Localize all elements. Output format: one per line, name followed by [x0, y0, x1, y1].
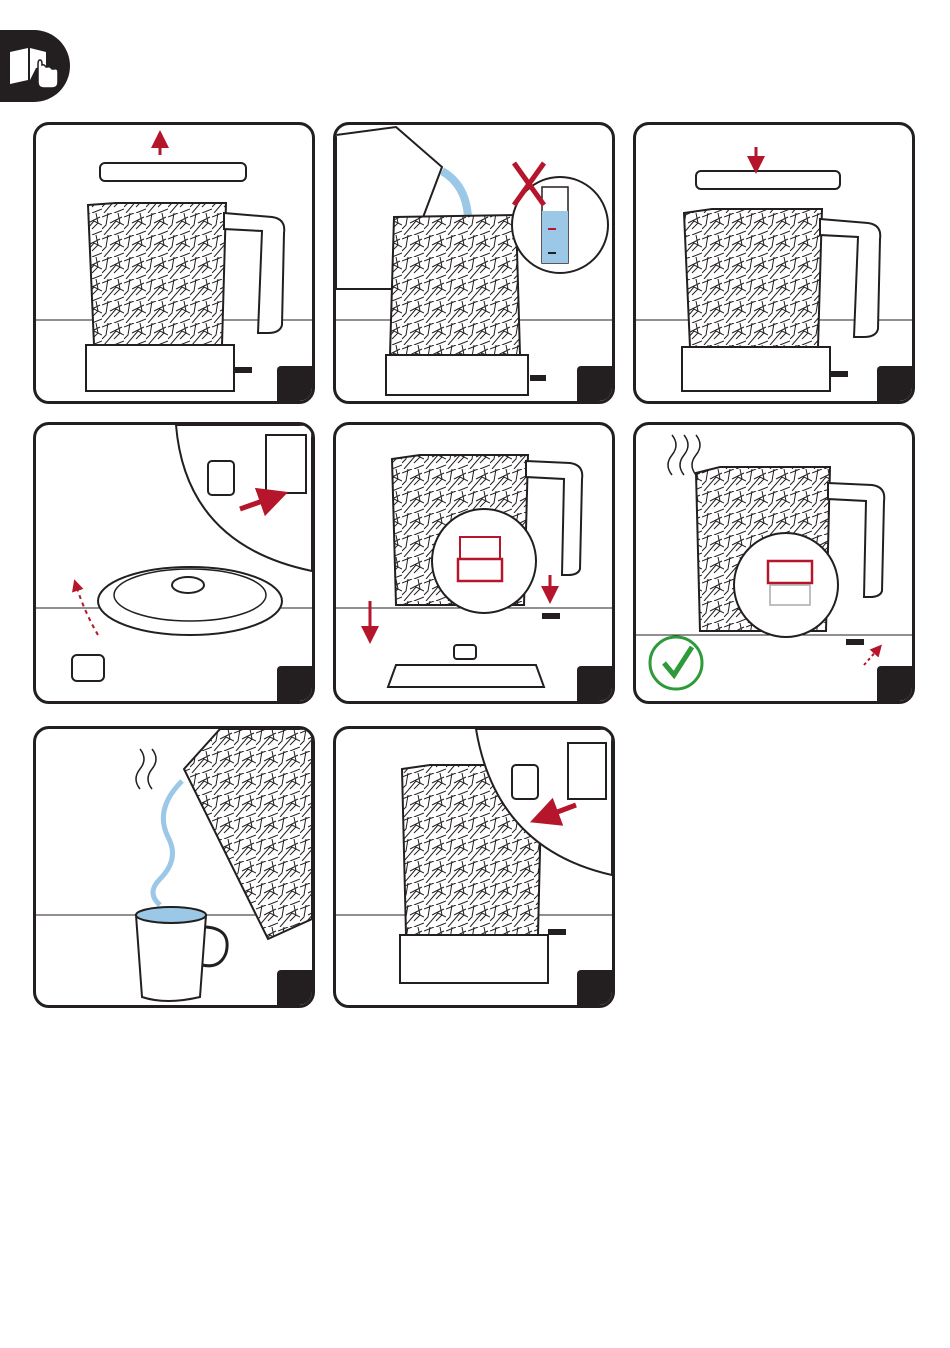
step-number-badge	[577, 970, 613, 1006]
step-4-panel	[33, 422, 315, 704]
fill-water-icon	[336, 125, 612, 401]
step-8-panel	[333, 726, 615, 1008]
pour-water-icon	[36, 729, 312, 1005]
step-number-badge	[277, 366, 313, 402]
step-number-badge	[877, 366, 913, 402]
step-number-badge	[577, 666, 613, 702]
manual-header-badge	[0, 30, 70, 102]
unplug-icon	[336, 729, 612, 1005]
step-7-panel	[33, 726, 315, 1008]
close-lid-icon	[636, 125, 912, 401]
step-6-panel	[633, 422, 915, 704]
boil-complete-icon	[636, 425, 912, 701]
step-number-badge	[277, 970, 313, 1006]
place-kettle-switch-on-icon	[336, 425, 612, 701]
plug-in-base-icon	[36, 425, 312, 701]
manual-touch-icon	[6, 42, 62, 90]
step-5-panel	[333, 422, 615, 704]
step-number-badge	[277, 666, 313, 702]
step-number-badge	[577, 366, 613, 402]
step-3-panel	[633, 122, 915, 404]
step-1-panel	[33, 122, 315, 404]
step-number-badge	[877, 666, 913, 702]
step-2-panel	[333, 122, 615, 404]
lift-lid-icon	[36, 125, 312, 401]
